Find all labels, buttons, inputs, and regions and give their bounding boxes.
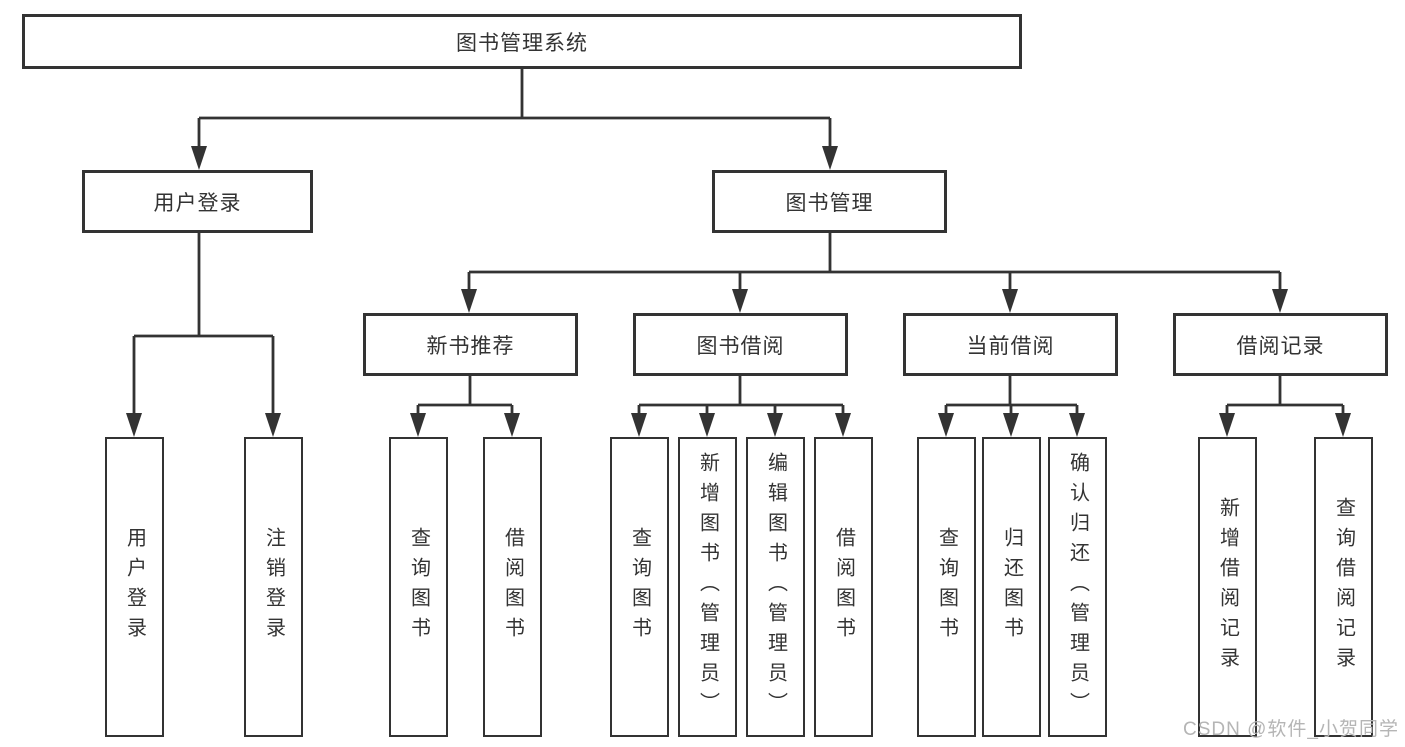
arrow-head-icon xyxy=(410,413,426,437)
leaf-label: 新增借阅记录 xyxy=(1216,497,1239,677)
leaf-label: 确认归还（管理员） xyxy=(1066,452,1089,722)
arrow-head-icon xyxy=(938,413,954,437)
leaf-logout: 注销登录 xyxy=(244,437,303,737)
leaf-label: 用户登录 xyxy=(123,527,146,647)
node-borrow-records: 借阅记录 xyxy=(1173,313,1388,376)
arrow-heads xyxy=(126,146,1351,437)
leaf-return-book: 归还图书 xyxy=(982,437,1041,737)
leaf-label: 新增图书（管理员） xyxy=(696,452,719,722)
connector-bookmgmt-to-level3 xyxy=(467,233,1282,293)
connector-borrowing-to-leaves xyxy=(637,376,845,417)
leaf-label: 查询图书 xyxy=(935,527,958,647)
node-book-management: 图书管理 xyxy=(712,170,947,233)
arrow-head-icon xyxy=(265,413,281,437)
arrow-head-icon xyxy=(699,413,715,437)
arrow-head-icon xyxy=(1219,413,1235,437)
leaf-label: 编辑图书（管理员） xyxy=(764,452,787,722)
node-book-borrowing: 图书借阅 xyxy=(633,313,848,376)
connector-current-to-leaves xyxy=(944,376,1079,417)
node-new-book-recommendation: 新书推荐 xyxy=(363,313,578,376)
leaf-query-borrow-record: 查询借阅记录 xyxy=(1314,437,1373,737)
arrow-head-icon xyxy=(732,289,748,313)
watermark-text: CSDN @软件_小贺同学 xyxy=(1183,719,1399,740)
arrow-head-icon xyxy=(1069,413,1085,437)
arrow-head-icon xyxy=(504,413,520,437)
leaf-query-book-borrowing: 查询图书 xyxy=(610,437,669,737)
leaf-label: 借阅图书 xyxy=(501,527,524,647)
arrow-head-icon xyxy=(1003,413,1019,437)
leaf-label: 注销登录 xyxy=(262,527,285,647)
leaf-query-book-current: 查询图书 xyxy=(917,437,976,737)
leaf-edit-book-admin: 编辑图书（管理员） xyxy=(746,437,805,737)
connector-userlogin-to-leaves xyxy=(132,233,275,417)
arrow-head-icon xyxy=(1272,289,1288,313)
connector-records-to-leaves xyxy=(1225,376,1345,417)
arrow-head-icon xyxy=(126,413,142,437)
connector-newbook-to-leaves xyxy=(416,376,514,417)
arrow-head-icon xyxy=(1335,413,1351,437)
arrow-head-icon xyxy=(461,289,477,313)
connector-root-to-level2 xyxy=(197,69,832,150)
node-user-login: 用户登录 xyxy=(82,170,313,233)
arrow-head-icon xyxy=(767,413,783,437)
node-current-borrowing: 当前借阅 xyxy=(903,313,1118,376)
leaf-label: 查询借阅记录 xyxy=(1332,497,1355,677)
leaf-label: 查询图书 xyxy=(628,527,651,647)
leaf-add-borrow-record: 新增借阅记录 xyxy=(1198,437,1257,737)
leaf-label: 借阅图书 xyxy=(832,527,855,647)
leaf-query-book-recommend: 查询图书 xyxy=(389,437,448,737)
leaf-borrow-book-recommend: 借阅图书 xyxy=(483,437,542,737)
arrow-head-icon xyxy=(191,146,207,170)
node-root: 图书管理系统 xyxy=(22,14,1022,69)
leaf-confirm-return-admin: 确认归还（管理员） xyxy=(1048,437,1107,737)
arrow-head-icon xyxy=(835,413,851,437)
leaf-add-book-admin: 新增图书（管理员） xyxy=(678,437,737,737)
leaf-label: 归还图书 xyxy=(1000,527,1023,647)
arrow-head-icon xyxy=(631,413,647,437)
arrow-head-icon xyxy=(822,146,838,170)
leaf-user-login: 用户登录 xyxy=(105,437,164,737)
leaf-label: 查询图书 xyxy=(407,527,430,647)
leaf-borrow-book: 借阅图书 xyxy=(814,437,873,737)
arrow-head-icon xyxy=(1002,289,1018,313)
